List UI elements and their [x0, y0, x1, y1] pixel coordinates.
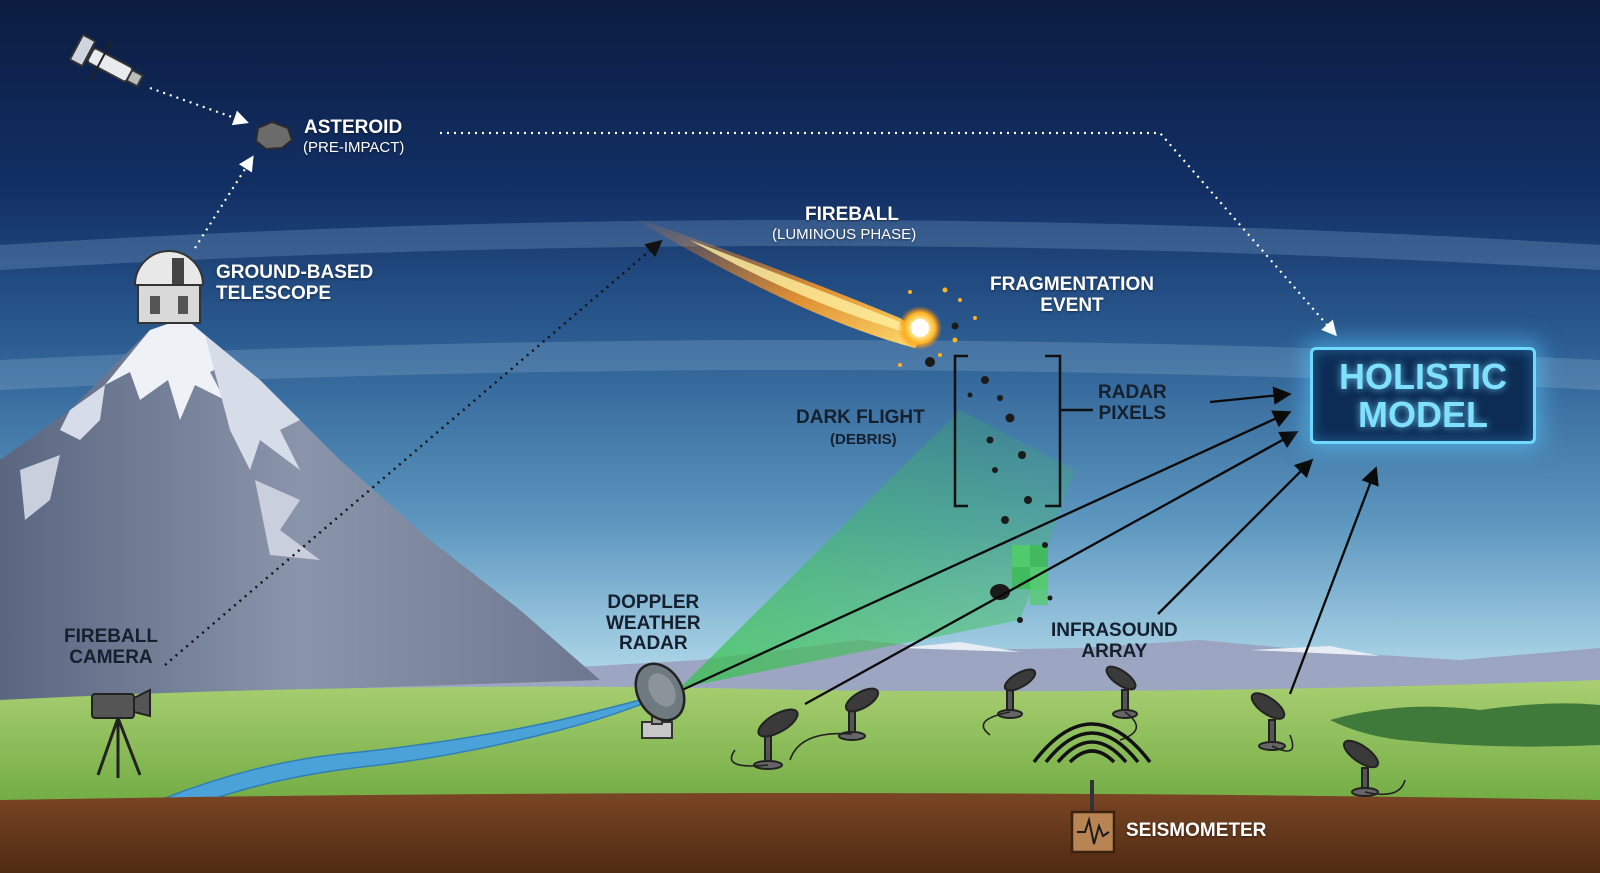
holistic-model-label: HOLISTIC MODEL [1339, 356, 1507, 435]
arrow-seismic-to-model [1288, 466, 1379, 695]
arrow-radar-to-model [681, 410, 1292, 692]
debris-fragments [925, 322, 1053, 623]
fragmentation-sparks [898, 287, 977, 367]
asteroid-label: ASTEROID [304, 117, 403, 138]
fireball-camera-label: FIREBALL CAMERA [64, 626, 158, 668]
arrow-asteroid-to-model [440, 131, 1338, 337]
radar-pixels-label: RADAR PIXELS [1098, 382, 1167, 424]
ground-dirt [0, 793, 1600, 873]
radar-beam [680, 410, 1075, 688]
infrasound-microphones [730, 665, 1406, 797]
atmosphere-layer [0, 220, 1600, 270]
infrasound-array-label: INFRASOUND ARRAY [1051, 620, 1178, 662]
fireball-sublabel: (LUMINOUS PHASE) [772, 226, 917, 243]
holistic-model-box: HOLISTIC MODEL [1310, 347, 1536, 444]
arrow-satellite-to-asteroid [149, 86, 249, 126]
doppler-radar-dish-icon [634, 662, 686, 739]
fireball-camera-icon [91, 688, 151, 778]
grassland [0, 680, 1600, 800]
seismometer-icon [1070, 810, 1116, 854]
seismic-wave-icon [1032, 722, 1152, 764]
asteroid-icon [254, 120, 294, 151]
arrow-infrasound-to-model [1157, 458, 1314, 615]
dark-flight-sublabel: (DEBRIS) [830, 431, 897, 448]
doppler-radar-label: DOPPLER WEATHER RADAR [606, 592, 701, 655]
arrow-radar-pixels-to-model [1209, 386, 1292, 405]
fireball-icon [628, 215, 942, 350]
fireball-label: FIREBALL [805, 204, 899, 225]
observatory-icon [133, 250, 205, 324]
dark-flight-label: DARK FLIGHT [796, 407, 925, 428]
seismometer-label: SEISMOMETER [1126, 820, 1267, 841]
fragmentation-label: FRAGMENTATION EVENT [990, 274, 1154, 316]
dark-flight-bracket [953, 354, 1093, 508]
satellite-icon [68, 33, 145, 88]
mountain [0, 318, 600, 700]
arrow-mic-to-model [804, 430, 1299, 706]
radar-pixel [1012, 545, 1030, 567]
telescope-label: GROUND-BASED TELESCOPE [216, 262, 374, 304]
asteroid-sublabel: (PRE-IMPACT) [303, 139, 405, 156]
